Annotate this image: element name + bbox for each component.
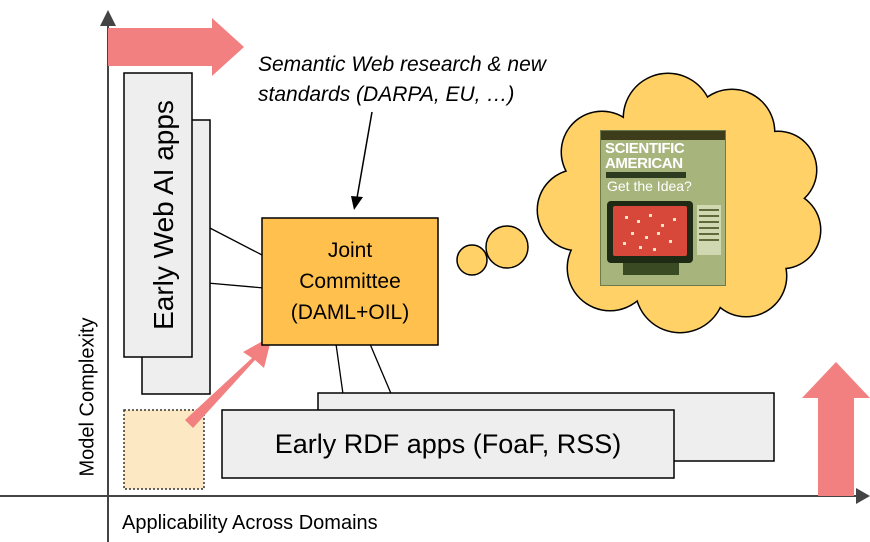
connector-committee-to-rdf-1 xyxy=(335,343,344,395)
early-rdf-box-front xyxy=(221,409,675,479)
magazine-side-text xyxy=(697,205,721,255)
joint-committee-line-2: Committee xyxy=(299,270,401,293)
joint-committee-box xyxy=(261,217,439,346)
early-web-ai-label: Early Web AI apps xyxy=(148,100,179,330)
magazine-title-line1: SCIENTIFIC xyxy=(605,140,685,157)
annotation-arrowhead xyxy=(351,196,363,210)
vertical-trend-arrow xyxy=(802,362,870,496)
magazine-title-line2: AMERICAN xyxy=(605,155,683,172)
horizontal-trend-arrow xyxy=(108,18,244,76)
magazine-monitor-base xyxy=(623,263,679,275)
magazine-top-bar xyxy=(601,131,725,140)
early-rdf-label: Early RDF apps (FoaF, RSS) xyxy=(274,428,622,459)
research-annotation: Semantic Web research & new standards (D… xyxy=(258,50,678,110)
magazine-cover-image: SCIENTIFIC AMERICAN Get the Idea? xyxy=(600,130,726,286)
thought-bubble-small xyxy=(456,244,488,276)
magazine-tagline-bar xyxy=(606,172,686,178)
thought-bubble-medium xyxy=(485,225,529,269)
x-axis-arrowhead xyxy=(856,488,870,504)
connector-ai-to-committee-1 xyxy=(205,225,265,257)
magazine-headline: Get the Idea? xyxy=(607,178,692,194)
annotation-line-1: Semantic Web research & new xyxy=(258,53,546,76)
annotation-arrow-line xyxy=(356,111,373,199)
diagonal-trend-arrow xyxy=(185,336,272,428)
x-axis-label: Applicability Across Domains xyxy=(122,512,378,534)
magazine-monitor-illustration xyxy=(607,201,693,263)
early-web-ai-box-front xyxy=(123,72,193,358)
joint-committee-line-3: (DAML+OIL) xyxy=(290,301,410,324)
joint-committee-label: Joint Committee (DAML+OIL) xyxy=(262,218,438,345)
annotation-line-2: standards (DARPA, EU, …) xyxy=(258,83,515,106)
magazine-monitor-screen xyxy=(613,206,687,256)
y-axis-label: Model Complexity xyxy=(76,317,99,477)
joint-committee-line-1: Joint xyxy=(327,239,373,262)
y-axis-arrowhead xyxy=(100,10,116,26)
